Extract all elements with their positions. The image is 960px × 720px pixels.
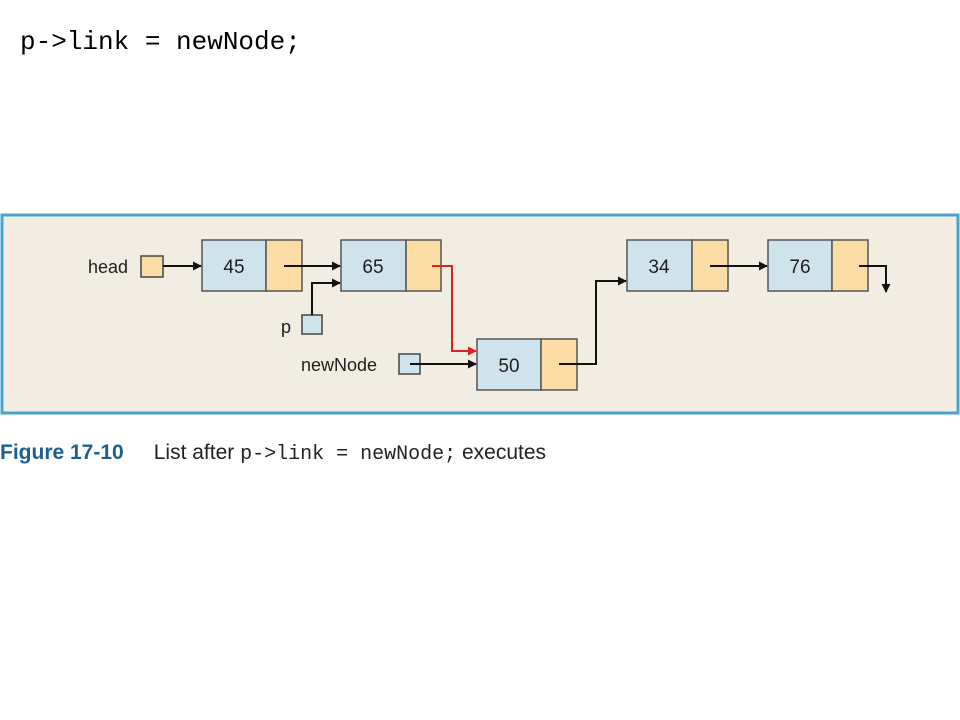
node-34: 34: [626, 239, 729, 292]
node-76-link: [831, 239, 869, 292]
node-65: 65: [340, 239, 442, 292]
node-34-info: [626, 239, 693, 292]
arrow-76-to-null: [859, 265, 891, 293]
figure-caption: Figure 17-10 List after p->link = newNode…: [0, 438, 546, 470]
node-45-info: [201, 239, 267, 292]
caption-prefix: List after: [153, 441, 241, 464]
head-label: head: [88, 257, 128, 277]
caption-suffix: executes: [456, 441, 547, 464]
p-label: p: [281, 317, 291, 337]
node-34-value: 34: [648, 257, 670, 278]
node-65-value: 65: [362, 257, 383, 278]
figure-number: Figure 17-10: [0, 441, 124, 464]
head-pointer-box: [140, 255, 164, 278]
node-45-value: 45: [223, 257, 244, 278]
code-statement: p->link = newNode;: [20, 27, 301, 57]
caption-text: List after p->link = newNode; executes: [153, 441, 547, 466]
node-50-value: 50: [498, 356, 519, 377]
newNode-label: newNode: [301, 355, 377, 375]
arrow-65-to-50-highlight: [432, 265, 477, 356]
p-pointer-box: [301, 314, 323, 335]
node-76-value: 76: [789, 257, 810, 278]
arrow-50-to-34: [559, 276, 627, 365]
arrow-p-to-65: [311, 278, 341, 315]
node-50-info: [476, 338, 542, 391]
caption-code: p->link = newNode;: [240, 443, 457, 466]
node-76: 76: [767, 239, 869, 292]
